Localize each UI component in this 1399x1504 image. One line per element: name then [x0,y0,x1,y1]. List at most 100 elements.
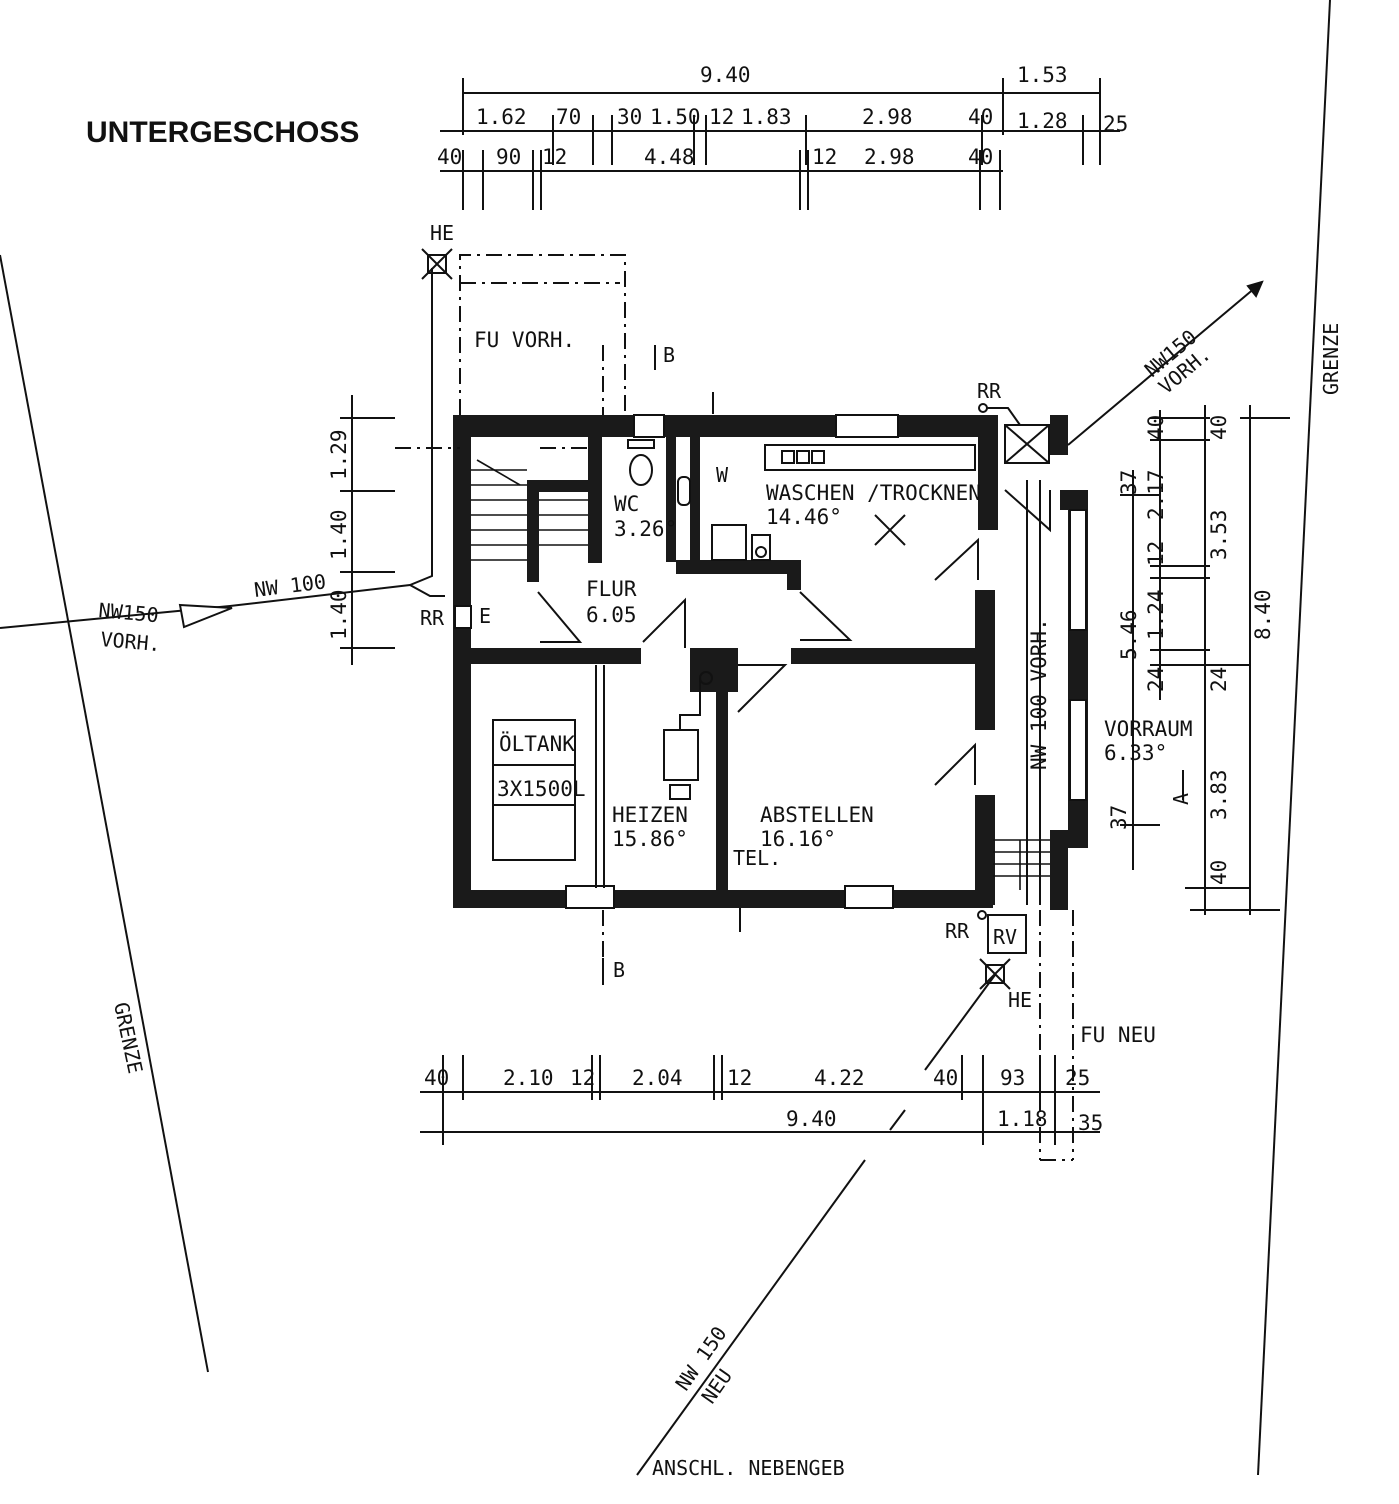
dim-top2-90: 90 [496,145,521,169]
bottom-dimensions: 40 2.10 12 2.04 12 4.22 40 93 25 9.40 1.… [420,1055,1103,1145]
left-dimensions: 1.29 1.40 1.40 [327,395,395,665]
room-vorraum-area: 6.33° [1104,741,1167,765]
dim-bottom-35: 35 [1078,1111,1103,1135]
dim-top-1-28: 1.28 [1017,109,1068,133]
oil-tank-label: ÖLTANK [499,731,575,756]
section-a-label: A [1169,793,1193,805]
grenze-right-label: GRENZE [1319,323,1343,395]
dim-right-5-46: 5.46 [1117,609,1141,660]
dim-top-1-50: 1.50 [650,105,701,129]
dim-right-37b: 37 [1107,805,1131,830]
dim-right-37a: 37 [1117,470,1141,495]
nw150-left-label: NW150 [98,598,160,627]
inspection-points [421,248,1050,990]
room-flur-name: FLUR [586,577,637,601]
dim-right-40a: 40 [1144,415,1168,440]
staircase-left [471,459,588,561]
dim-top-30: 30 [617,105,642,129]
room-flur-area: 6.05 [586,603,637,627]
room-vorraum-name: VORRAUM [1104,717,1193,741]
dim-bottom-40a: 40 [424,1066,449,1090]
fixtures [627,439,976,800]
staircase-right [993,839,1050,890]
dim-left-1-29: 1.29 [327,429,351,480]
room-waschen-name: WASCHEN /TROCKNEN [766,481,981,505]
dim-top-1-53: 1.53 [1017,63,1068,87]
dim-right-2-17: 2.17 [1144,469,1168,520]
door-swings [537,489,1051,786]
dim-right-40c: 40 [1207,860,1231,885]
dim-top-1-62: 1.62 [476,105,527,129]
room-heizen-area: 15.86° [612,827,688,851]
nw100-left-label: NW 100 [253,569,328,602]
dim-overall-top: 9.40 [700,63,751,87]
fu-neu-label: FU NEU [1080,1023,1156,1047]
dim-top2-12: 12 [542,145,567,169]
section-b-bottom-label: B [613,958,625,982]
he-bottom-label: HE [1008,988,1032,1012]
dim-top-2-98: 2.98 [862,105,913,129]
dim-bottom-4-22: 4.22 [814,1066,865,1090]
dim-top2-40b: 40 [968,145,993,169]
room-abstellen-area: 16.16° [760,827,836,851]
dim-right-24a: 24 [1144,667,1168,692]
dim-top2-40: 40 [437,145,462,169]
right-boundary-line [1257,0,1331,1476]
oil-tank: ÖLTANK 3X1500L [492,665,605,888]
left-boundary-line [0,254,209,1373]
room-wc-area: 3.26° [614,517,677,541]
top-dimensions: 9.40 1.53 1.62 70 30 1.50 12 1.83 2.98 4… [437,63,1128,210]
dim-right-40b: 40 [1207,415,1231,440]
vorh-left-label: VORH. [100,627,162,656]
dim-bottom-40b: 40 [933,1066,958,1090]
rr-bottom-label: RR [945,919,970,943]
dim-bottom-93: 93 [1000,1066,1025,1090]
rv-label: RV [993,925,1017,949]
dim-top-25: 25 [1103,112,1128,136]
room-labels: WC 3.26° WASCHEN /TROCKNEN 14.46° FLUR 6… [586,481,1193,851]
room-wc-name: WC [614,492,639,516]
dim-bottom-2-04: 2.04 [632,1066,683,1090]
he-top-label: HE [430,221,454,245]
dim-bottom-12a: 12 [570,1066,595,1090]
dim-bottom-25: 25 [1065,1066,1090,1090]
nw100-vorh-vertical-label: NW 100 VORH. [1027,618,1051,770]
dim-bottom-12b: 12 [727,1066,752,1090]
dim-top-12: 12 [709,105,734,129]
anschl-nebengeb-label: ANSCHL. NEBENGEB [652,1456,845,1480]
dim-right-1-24: 1.24 [1144,589,1168,640]
room-abstellen-name: ABSTELLEN [760,803,874,827]
w-label: W [716,463,729,487]
section-markers [602,345,1184,980]
dim-right-12: 12 [1144,541,1168,566]
tel-label: TEL. [733,846,781,870]
e-label: E [479,604,491,628]
plan-title: UNTERGESCHOSS [86,116,359,149]
dim-right-24b: 24 [1207,667,1231,692]
section-b-top-label: B [663,343,675,367]
dim-right-8-40: 8.40 [1251,589,1275,640]
room-waschen-area: 14.46° [766,505,842,529]
dim-right-3-83: 3.83 [1207,769,1231,820]
dim-top-40: 40 [968,105,993,129]
right-dimensions: 37 37 40 2.17 12 1.24 24 5.46 40 3.53 24… [1107,405,1290,915]
dim-top2-2-98: 2.98 [864,145,915,169]
dim-top-1-83: 1.83 [741,105,792,129]
dim-right-3-53: 3.53 [1207,509,1231,560]
dim-bottom-2-10: 2.10 [503,1066,554,1090]
rr-left-label: RR [420,606,445,630]
oil-tank-capacity: 3X1500L [497,777,586,801]
building-walls [453,414,1088,910]
room-heizen-name: HEIZEN [612,803,688,827]
dim-top2-12b: 12 [812,145,837,169]
dim-top2-4-48: 4.48 [644,145,695,169]
dim-left-1-40b: 1.40 [327,589,351,640]
fu-vorh-label: FU VORH. [474,328,575,352]
dim-bottom-9-40: 9.40 [786,1107,837,1131]
dim-top-70: 70 [556,105,581,129]
drain-pipes [0,268,1264,1476]
foundation-outlines [395,254,1074,1161]
dim-left-1-40a: 1.40 [327,509,351,560]
rr-top-label: RR [977,379,1002,403]
